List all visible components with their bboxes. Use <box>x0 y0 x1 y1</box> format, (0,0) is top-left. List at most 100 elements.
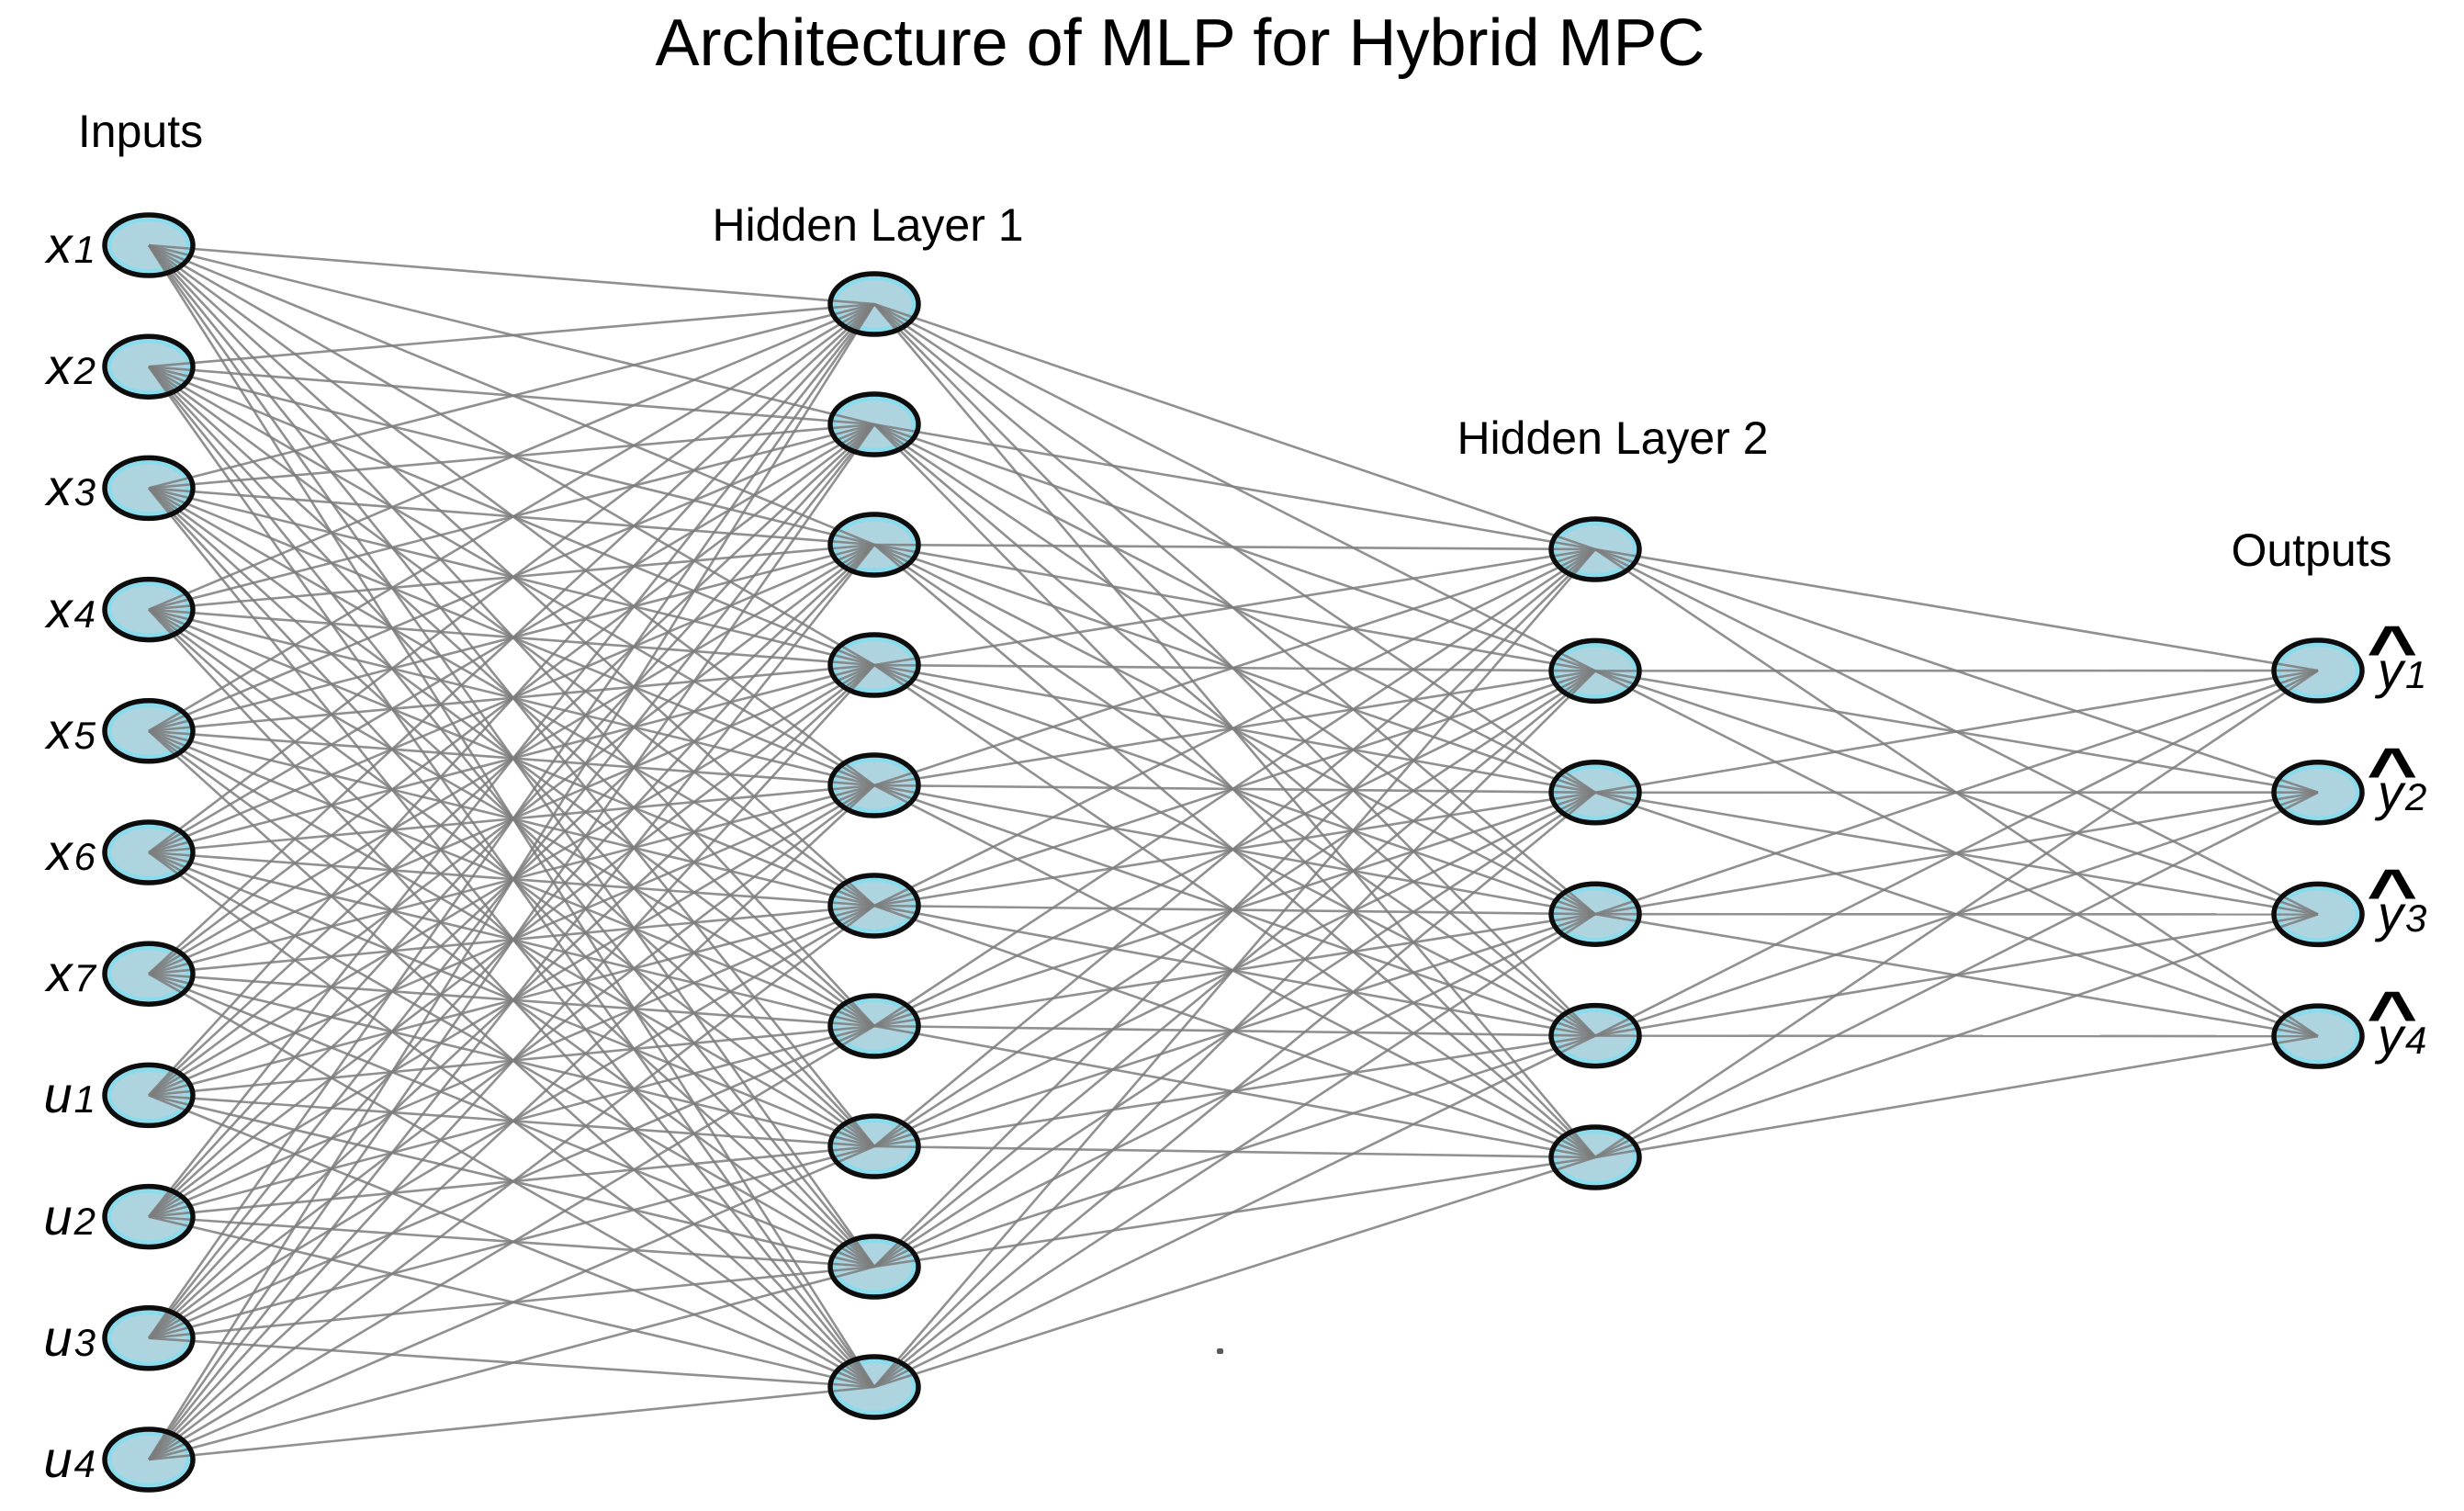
node-outline-hidden1-2 <box>827 391 921 457</box>
edge <box>147 303 876 1218</box>
edge <box>873 913 1596 1389</box>
node-inner-ring <box>107 824 191 881</box>
edge <box>1594 669 2319 916</box>
edge <box>147 423 876 1460</box>
label-base: u <box>43 1430 73 1488</box>
node-inner-ring <box>107 581 191 637</box>
label-subscript: 7 <box>73 956 96 1000</box>
node-outline-inputs-7 <box>102 941 196 1007</box>
node-inner-ring <box>107 945 191 1002</box>
node-label-x3: x3 <box>0 446 96 529</box>
edge <box>147 303 876 1339</box>
edge <box>873 548 1596 1268</box>
label-subscript: 6 <box>73 835 96 878</box>
node-outline-hidden2-6 <box>1548 1124 1642 1190</box>
edge <box>148 303 875 975</box>
node-outline-hidden2-4 <box>1548 881 1642 947</box>
label-subscript: 2 <box>73 1199 96 1243</box>
edge <box>148 302 875 611</box>
label-base: x <box>46 701 73 760</box>
node-label-u4: u4 <box>0 1418 96 1501</box>
label-subscript: 3 <box>73 470 96 514</box>
label-subscript: 4 <box>73 592 96 636</box>
edge <box>873 543 1596 551</box>
edge <box>1594 791 2319 1159</box>
node-inner-ring <box>107 1067 191 1123</box>
node-outline-outputs-4 <box>2271 1003 2365 1069</box>
label-base: u <box>43 1187 73 1246</box>
y-hat-wrapper: ^y <box>2367 734 2417 834</box>
edges <box>147 243 2319 1461</box>
edge <box>1594 547 2319 672</box>
label-subscript: 2 <box>2405 774 2427 818</box>
label-subscript: 4 <box>73 1442 96 1485</box>
node-outline-inputs-6 <box>102 819 196 885</box>
node-outline-hidden1-6 <box>827 873 921 939</box>
label-base: y <box>2378 885 2403 943</box>
node-outline-outputs-3 <box>2271 881 2365 948</box>
layer-label-inputs: Inputs <box>77 106 204 157</box>
node-outline-hidden1-5 <box>827 752 921 818</box>
node-inner-ring <box>107 1310 191 1367</box>
edge <box>1594 669 2319 1037</box>
edge <box>148 243 875 306</box>
edge <box>148 302 875 854</box>
label-subscript: 1 <box>73 1077 96 1122</box>
node-inner-ring <box>832 1359 917 1415</box>
label-subscript: 4 <box>2405 1019 2427 1063</box>
label-base: x <box>46 823 73 881</box>
edge <box>148 784 875 1460</box>
edge <box>147 544 876 1460</box>
label-subscript: 2 <box>73 349 96 393</box>
node-outline-inputs-2 <box>102 333 196 400</box>
node-outline-hidden1-10 <box>827 1354 921 1420</box>
diagram-title: Architecture of MLP for Hybrid MPC <box>655 6 1705 80</box>
node-outline-hidden1-4 <box>827 632 921 698</box>
y-hat-wrapper: ^y <box>2367 977 2417 1077</box>
node-inner-ring <box>107 1431 191 1488</box>
label-base: x <box>46 337 73 396</box>
label-base: x <box>46 216 73 274</box>
node-outline-inputs-10 <box>102 1305 196 1371</box>
label-subscript: 1 <box>2405 653 2427 696</box>
label-base: y <box>2378 641 2403 699</box>
node-outline-hidden2-1 <box>1548 516 1642 582</box>
layer-label-hidden-layer-2: Hidden Layer 2 <box>1457 412 1769 464</box>
edge <box>1594 913 2319 1159</box>
node-outline-inputs-4 <box>102 576 196 643</box>
edge <box>148 1024 875 1461</box>
hat-accent: ^ <box>2367 977 2418 1053</box>
node-outlines <box>102 212 2365 1493</box>
node-outline-hidden2-2 <box>1548 637 1642 705</box>
edge <box>148 302 875 368</box>
node-label-x4: x4 <box>0 569 96 651</box>
label-base: u <box>43 1308 73 1367</box>
edge <box>148 1145 875 1461</box>
node-outline-hidden1-8 <box>827 1113 921 1179</box>
edge <box>148 303 875 1097</box>
y-hat-wrapper: ^y <box>2367 855 2417 955</box>
edge <box>148 904 875 1461</box>
node-label-y-hat-4: ^y4 <box>2367 977 2464 1077</box>
node-inner-ring <box>107 460 191 516</box>
edge <box>1594 1034 2319 1159</box>
node-outline-inputs-5 <box>102 698 196 764</box>
edge <box>873 791 1596 1389</box>
label-subscript: 1 <box>73 228 96 271</box>
node-label-x2: x2 <box>0 325 96 408</box>
node-inner-ring <box>107 1189 191 1245</box>
node-outline-inputs-11 <box>102 1426 196 1493</box>
edge <box>148 302 875 490</box>
node-label-x7: x7 <box>0 932 96 1015</box>
stray-dot <box>1217 1348 1223 1354</box>
edge <box>873 548 1596 1388</box>
edge <box>873 547 1596 667</box>
node-outline-hidden1-7 <box>827 993 921 1059</box>
edge <box>873 547 1596 1028</box>
edge <box>873 1156 1596 1389</box>
label-base: y <box>2378 762 2403 821</box>
node-outline-hidden1-3 <box>827 512 921 578</box>
node-outline-hidden1-1 <box>827 271 921 337</box>
